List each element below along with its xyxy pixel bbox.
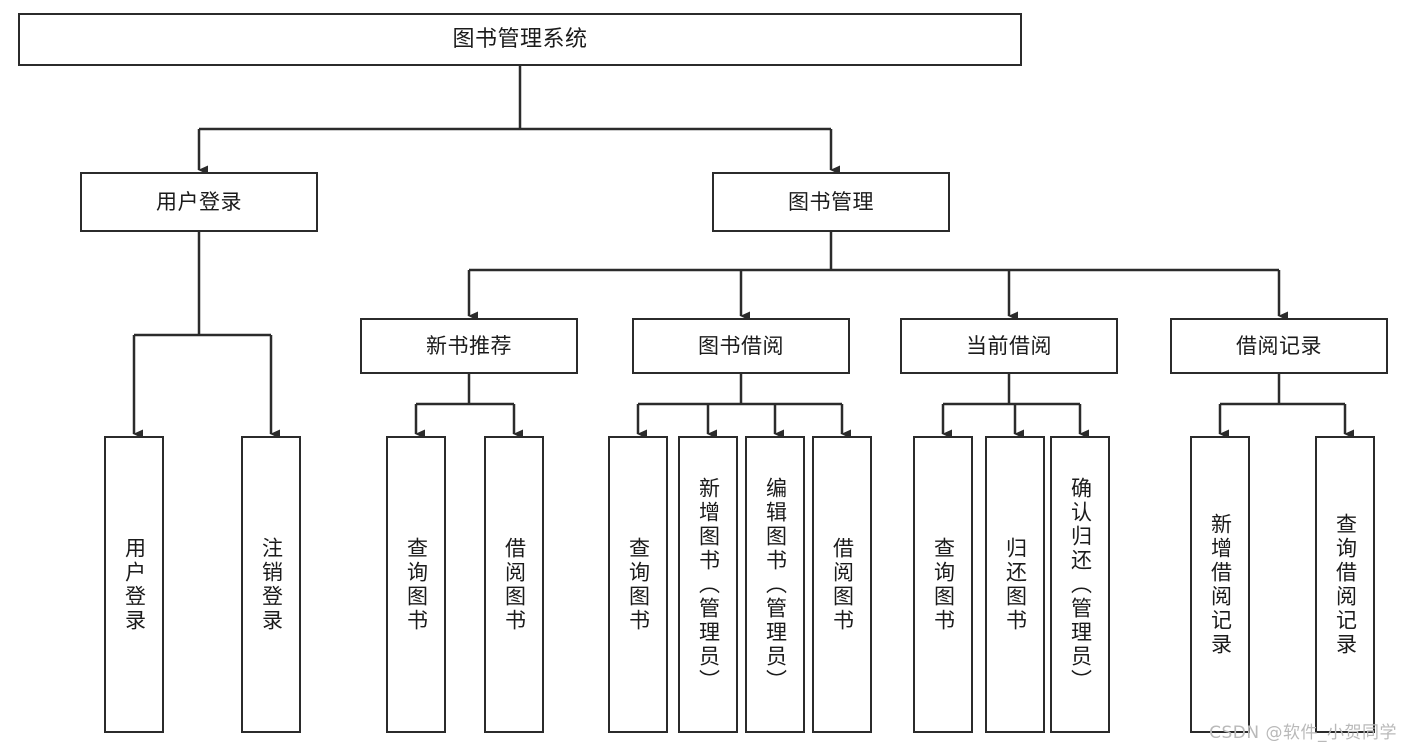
watermark-text: CSDN @软件_小贺同学 <box>1209 723 1397 743</box>
node-label: 新增借阅记录 <box>1208 512 1233 657</box>
node-current-borrowing[interactable]: 当前借阅 <box>900 318 1118 374</box>
node-label: 当前借阅 <box>966 333 1052 358</box>
node-book-borrowing[interactable]: 图书借阅 <box>632 318 850 374</box>
node-label: 图书管理系统 <box>452 26 588 52</box>
leaf-node-add-borrow-record[interactable]: 新增借阅记录 <box>1190 436 1250 733</box>
leaf-node-confirm-return-admin[interactable]: 确认归还（管理员） <box>1050 436 1110 733</box>
node-book-management[interactable]: 图书管理 <box>712 172 950 232</box>
leaf-node-query-books-recommendation[interactable]: 查询图书 <box>386 436 446 733</box>
node-user-login[interactable]: 用户登录 <box>80 172 318 232</box>
node-label: 图书管理 <box>788 189 874 214</box>
node-label: 新书推荐 <box>426 333 512 358</box>
leaf-node-user-login[interactable]: 用户登录 <box>104 436 164 733</box>
node-label: 借阅图书 <box>502 536 527 633</box>
node-label: 新增图书（管理员） <box>696 476 721 693</box>
node-label: 确认归还（管理员） <box>1068 476 1093 693</box>
node-label: 用户登录 <box>156 189 242 214</box>
node-new-book-recommendation[interactable]: 新书推荐 <box>360 318 578 374</box>
node-label: 图书借阅 <box>698 333 784 358</box>
node-root-book-management-system[interactable]: 图书管理系统 <box>18 13 1022 66</box>
leaf-node-return-books[interactable]: 归还图书 <box>985 436 1045 733</box>
leaf-node-edit-book-admin[interactable]: 编辑图书（管理员） <box>745 436 805 733</box>
node-label: 借阅图书 <box>830 536 855 633</box>
node-borrowing-records[interactable]: 借阅记录 <box>1170 318 1388 374</box>
node-label: 查询图书 <box>931 536 956 633</box>
leaf-node-query-books-borrowing[interactable]: 查询图书 <box>608 436 668 733</box>
node-label: 用户登录 <box>122 536 147 633</box>
node-label: 归还图书 <box>1003 536 1028 633</box>
leaf-node-logout[interactable]: 注销登录 <box>241 436 301 733</box>
node-label: 编辑图书（管理员） <box>763 476 788 693</box>
node-label: 借阅记录 <box>1236 333 1322 358</box>
node-label: 查询图书 <box>404 536 429 633</box>
leaf-node-query-books-current[interactable]: 查询图书 <box>913 436 973 733</box>
node-label: 查询借阅记录 <box>1333 512 1358 657</box>
leaf-node-borrow-books-recommendation[interactable]: 借阅图书 <box>484 436 544 733</box>
node-label: 查询图书 <box>626 536 651 633</box>
leaf-node-query-borrow-record[interactable]: 查询借阅记录 <box>1315 436 1375 733</box>
node-label: 注销登录 <box>259 536 284 633</box>
leaf-node-borrow-books-borrowing[interactable]: 借阅图书 <box>812 436 872 733</box>
leaf-node-add-book-admin[interactable]: 新增图书（管理员） <box>678 436 738 733</box>
